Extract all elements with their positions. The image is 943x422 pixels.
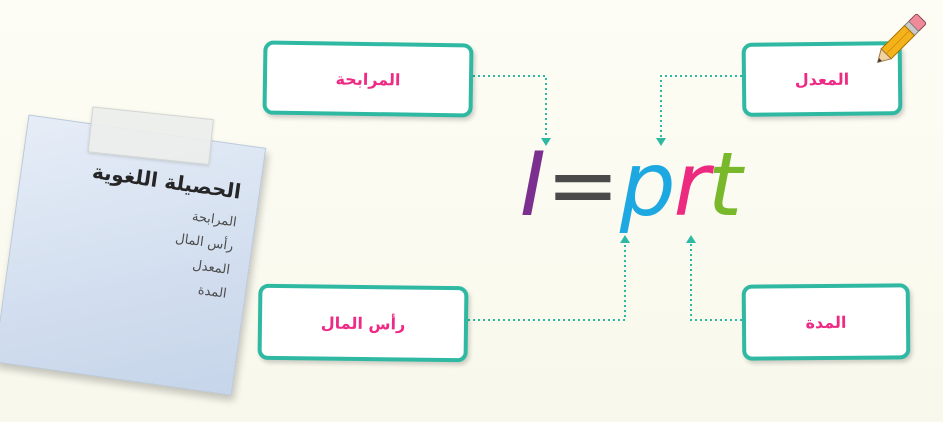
formula-interest-variable: I — [520, 133, 546, 236]
connector-interest — [473, 75, 547, 138]
interest-label: المرابحة — [335, 69, 401, 89]
arrow-down-rate-icon — [656, 138, 666, 146]
formula-rate-variable: r — [673, 133, 710, 236]
connector-time — [690, 243, 742, 321]
rate-label: المعدل — [794, 69, 850, 89]
vocabulary-list: المرابحة رأس المال المعدل المدة — [21, 183, 238, 307]
arrow-up-principal-icon — [620, 235, 630, 243]
connector-rate — [660, 75, 742, 138]
principal-label: رأس المال — [320, 312, 406, 334]
interest-formula: I=prt — [520, 130, 742, 240]
formula-principal-variable: p — [619, 133, 676, 236]
pencil-icon — [876, 13, 927, 64]
time-label: المدة — [805, 312, 847, 332]
principal-label-box: رأس المال — [257, 283, 469, 363]
vocabulary-note: الحصيلة اللغوية المرابحة رأس المال المعد… — [0, 106, 267, 396]
interest-label-box: المرابحة — [262, 40, 474, 118]
connector-principal — [468, 243, 626, 321]
formula-equals-sign: = — [545, 133, 620, 236]
time-label-box: المدة — [741, 283, 911, 361]
arrow-down-interest-icon — [541, 138, 551, 146]
formula-time-variable: t — [707, 133, 742, 236]
arrow-up-time-icon — [686, 235, 696, 243]
